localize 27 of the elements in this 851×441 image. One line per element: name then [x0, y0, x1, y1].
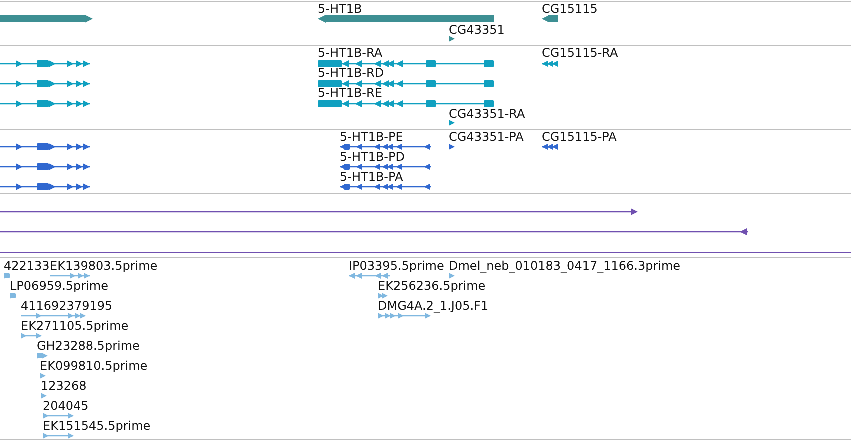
- feature-label: EK139803.5prime: [50, 259, 158, 273]
- feature-label: 5-HT1B-PE: [340, 130, 404, 144]
- feature-label: 5-HT1B-PD: [340, 150, 405, 164]
- feature-label: CG15115: [542, 2, 598, 16]
- feature-label: 5-HT1B: [318, 2, 362, 16]
- feature-label: 5-HT1B-PA: [340, 170, 404, 184]
- feature-label: DMG4A.2_1.J05.F1: [378, 299, 489, 313]
- feature-label: EK271105.5prime: [21, 319, 129, 333]
- feature-label: 422133: [4, 259, 50, 273]
- feature-label: CG43351-PA: [449, 130, 524, 144]
- feature-label: 123268: [41, 379, 87, 393]
- feature-label: GH23288.5prime: [37, 339, 140, 353]
- feature-label: CG15115-PA: [542, 130, 617, 144]
- feature-label: CG15115-RA: [542, 46, 618, 60]
- feature-label: 5-HT1B-RA: [318, 46, 383, 60]
- feature-label: Dmel_neb_010183_0417_1166.3prime: [449, 259, 681, 273]
- feature-label: 5-HT1B-RD: [318, 66, 384, 80]
- feature-label: EK099810.5prime: [40, 359, 148, 373]
- feature-label: CG43351: [449, 23, 505, 37]
- feature-label: EK151545.5prime: [43, 419, 151, 433]
- feature-label: 411692379195: [21, 299, 113, 313]
- feature-label: CG43351-RA: [449, 107, 526, 121]
- feature-label: LP06959.5prime: [10, 279, 109, 293]
- feature-label: EK256236.5prime: [378, 279, 486, 293]
- feature-label: 5-HT1B-RE: [318, 86, 382, 100]
- feature-label: IP03395.5prime: [349, 259, 444, 273]
- feature-label: 204045: [43, 399, 89, 413]
